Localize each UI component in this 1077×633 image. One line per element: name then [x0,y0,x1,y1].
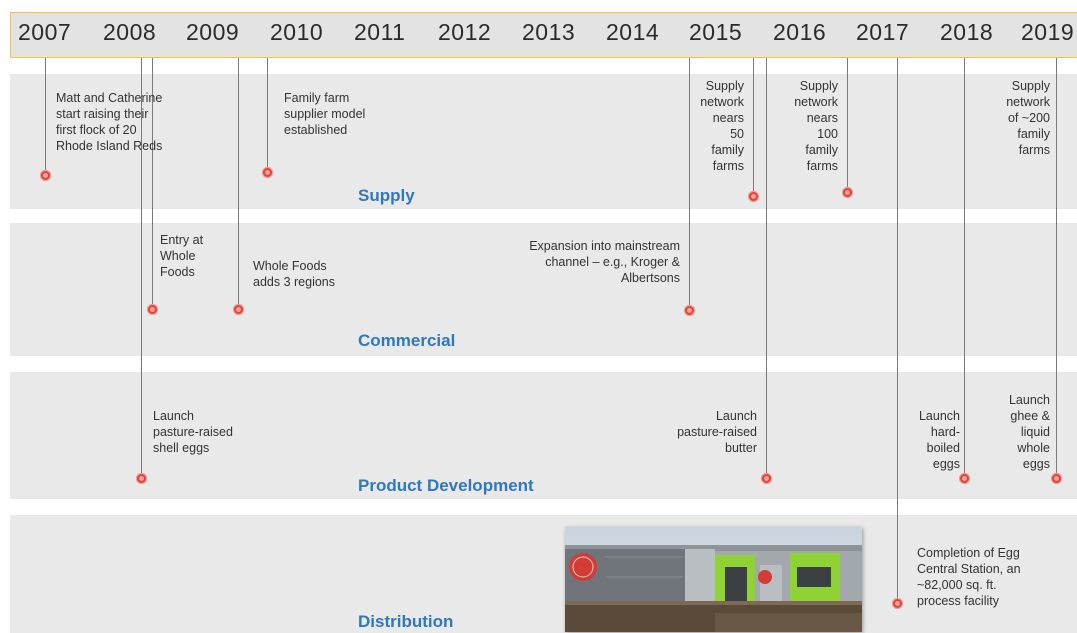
connector-line [267,58,268,172]
connector-line [1056,58,1057,478]
event-marker [748,191,759,202]
event-marker [892,598,903,609]
connector-line [847,58,848,192]
year-label: 2014 [606,19,660,45]
band-distribution [10,515,1077,633]
year-label: 2011 [354,19,406,45]
connector-line [897,58,898,603]
event-marker [842,187,853,198]
event-marker [1051,473,1062,484]
event-marker [959,473,970,484]
year-label: 2018 [940,19,994,45]
event-marker [136,473,147,484]
year-label: 2019 [1021,19,1075,45]
year-label: 2008 [103,19,157,45]
connector-line [753,58,754,196]
connector-line [45,58,46,175]
event-marker [684,305,695,316]
connector-line [141,58,142,478]
band-commercial [10,223,1077,356]
connector-line [152,58,153,308]
facility-photo [565,527,862,632]
connector-line [238,58,239,308]
band-title-distribution: Distribution [358,612,454,631]
band-title-commercial: Commercial [358,331,456,350]
band-product-development [10,372,1077,499]
band-title-supply: Supply [358,186,415,205]
year-axis [10,12,1077,58]
event-marker [233,304,244,315]
connector-line [689,58,690,310]
connector-line [766,58,767,478]
event-marker [40,170,51,181]
event-marker [761,473,772,484]
year-label: 2007 [18,19,72,45]
event-marker [262,167,273,178]
band-supply [10,74,1077,209]
year-label: 2010 [270,19,324,45]
year-label: 2017 [856,19,910,45]
year-label: 2013 [522,19,576,45]
year-label: 2016 [773,19,827,45]
year-label: 2015 [689,19,743,45]
connector-line [964,58,965,478]
year-label: 2012 [438,19,492,45]
year-label: 2009 [186,19,240,45]
band-title-product-development: Product Development [358,476,534,495]
event-marker [147,304,158,315]
